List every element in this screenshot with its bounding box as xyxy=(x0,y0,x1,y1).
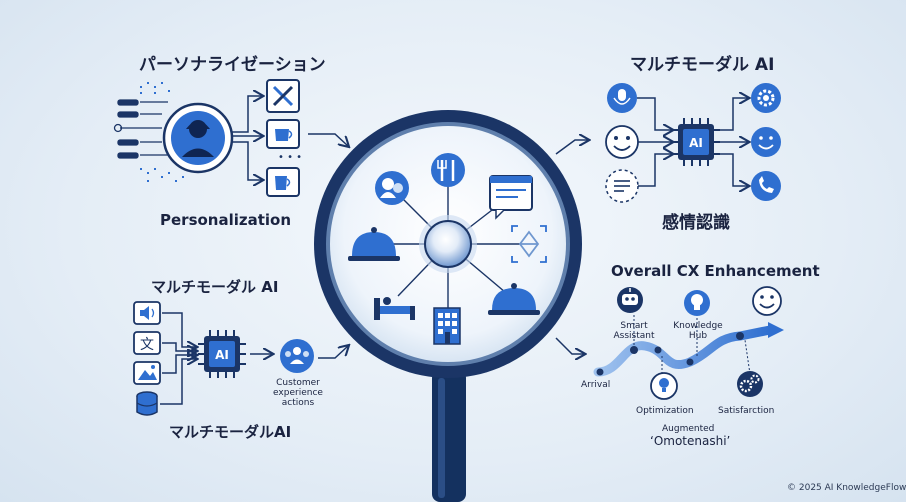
svg-text:• • •: • • • xyxy=(278,152,302,163)
ai-chip-label-right: AI xyxy=(689,136,703,150)
data-dots xyxy=(140,82,184,182)
ai-chip-icon-right: AI xyxy=(672,118,720,166)
audio-icon xyxy=(133,301,161,325)
multimodal-left-title: マルチモーダル AI xyxy=(151,278,279,296)
beverage-icon xyxy=(266,167,300,197)
knowledge-hub-label: Knowledge Hub xyxy=(673,321,723,341)
multimodal-top-title: マルチモーダル AI xyxy=(630,55,775,75)
lens-icons xyxy=(348,153,547,345)
text-icon: 文 xyxy=(133,331,161,355)
multimodal-left-group: 文 AI xyxy=(133,301,348,416)
personalization-en-title: Personalization xyxy=(160,211,292,229)
ai-core-orb xyxy=(419,215,477,273)
arrival-label: Arrival xyxy=(581,380,611,390)
satisfaction-label: Satisfarction xyxy=(718,406,775,416)
overall-cx-title: Overall CX Enhancement xyxy=(611,262,820,280)
satisfaction-gears-icon xyxy=(737,371,763,397)
chat-window-icon xyxy=(489,175,533,220)
hotel-building-icon xyxy=(433,307,461,345)
coffee-icon xyxy=(266,119,300,149)
microphone-icon xyxy=(607,83,637,113)
smart-assistant-label: Smart Assistant xyxy=(613,321,655,341)
happy-face-icon xyxy=(751,127,781,157)
robot-assistant-icon xyxy=(617,287,643,313)
room-service-icon xyxy=(488,283,540,315)
copyright-footer: © 2025 AI KnowledgeFlow xyxy=(787,483,906,493)
text-glyph: 文 xyxy=(140,337,154,353)
personalization-group: • • • xyxy=(113,79,349,197)
guest-icon xyxy=(375,171,409,205)
data-stream-lines xyxy=(113,99,168,159)
customer-group-icon xyxy=(280,339,314,373)
multimodal-emotion-group: AI xyxy=(555,83,781,203)
emotion-recognition-title: 感情認識 xyxy=(662,213,730,233)
multimodal-bottom-title: マルチモーダルAI xyxy=(169,423,292,441)
ai-chip-icon-left: AI xyxy=(198,330,246,378)
customer-actions-label: Customer experience actions xyxy=(273,378,323,408)
cx-enhancement-group xyxy=(555,286,784,400)
database-icon xyxy=(136,391,158,416)
dining-icon xyxy=(266,79,300,113)
smiley-face-icon xyxy=(605,125,639,159)
knowledge-bulb-icon xyxy=(684,290,710,316)
restaurant-icon xyxy=(431,153,465,187)
user-profile-icon xyxy=(162,102,234,174)
phone-icon xyxy=(751,171,781,201)
gear-icon xyxy=(751,83,781,113)
cloche-icon xyxy=(348,227,400,261)
satisfaction-face-icon xyxy=(752,286,782,316)
text-input-icon xyxy=(605,169,639,203)
face-scan-icon xyxy=(511,225,547,263)
cx-journey-path xyxy=(593,325,775,377)
bed-icon xyxy=(374,297,415,320)
omotenashi-label: ‘Omotenashi’ xyxy=(650,434,731,448)
journey-nodes xyxy=(596,332,744,376)
personalization-jp-title: パーソナライゼーション xyxy=(139,55,326,75)
augmented-label: Augmented xyxy=(662,424,715,434)
ai-chip-label-left: AI xyxy=(215,348,229,362)
image-icon xyxy=(133,361,161,385)
optimization-bulb-icon xyxy=(650,372,678,400)
optimization-label: Optimization xyxy=(636,406,694,416)
